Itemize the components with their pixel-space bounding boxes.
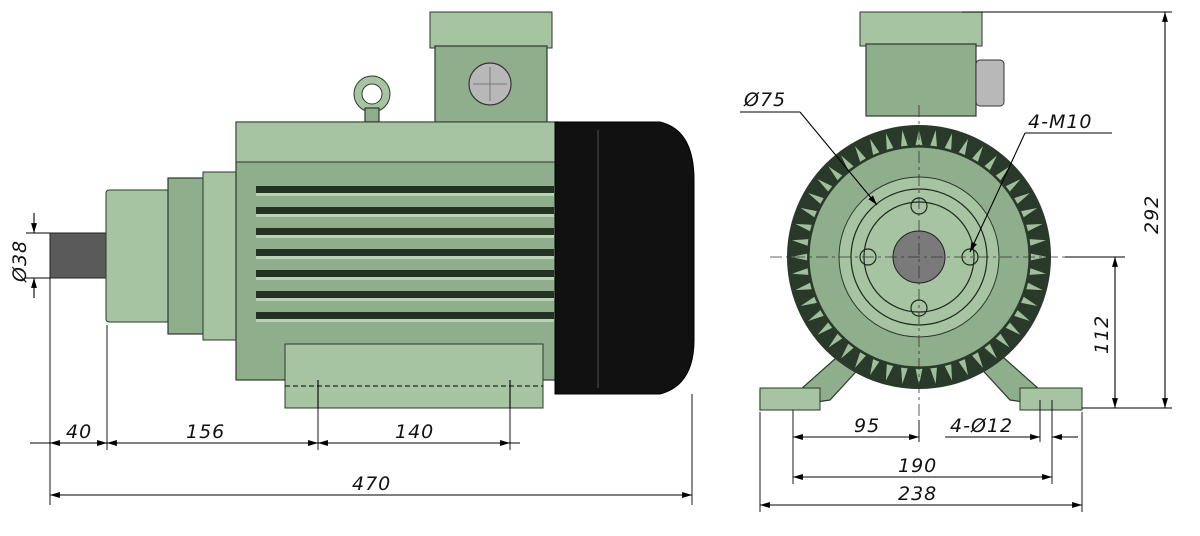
front-terminal-lid bbox=[859, 11, 983, 47]
side-dimensions: Ø38 40 156 140 470 bbox=[9, 213, 693, 505]
side-view bbox=[49, 11, 695, 409]
shaft-diameter-label: Ø38 bbox=[9, 240, 31, 283]
dim-base-width: 238 bbox=[898, 483, 937, 505]
dim-shoulder-to-foot: 156 bbox=[186, 421, 225, 443]
dim-shaft-length: 40 bbox=[66, 421, 92, 443]
front-terminal-box bbox=[865, 43, 977, 117]
motor-shaft bbox=[49, 232, 109, 279]
foot-hole-label: 4-Ø12 bbox=[950, 415, 1013, 437]
fan-cover bbox=[554, 121, 695, 395]
dim-total-height: 292 bbox=[1141, 195, 1163, 234]
terminal-box-lid bbox=[429, 11, 553, 49]
bolt-label: 4-M10 bbox=[1028, 111, 1093, 133]
dim-total-length: 470 bbox=[352, 473, 391, 495]
cooling-fins bbox=[256, 186, 554, 322]
front-bearing-cap bbox=[105, 189, 171, 323]
front-endshield bbox=[202, 171, 240, 341]
dim-foot-holes-span: 190 bbox=[898, 455, 937, 477]
front-endshield-step bbox=[167, 177, 207, 335]
front-cable-gland-icon bbox=[975, 59, 1005, 107]
dim-foot-holes: 140 bbox=[395, 421, 434, 443]
flange-diameter-label: Ø75 bbox=[743, 89, 786, 111]
front-view bbox=[740, 11, 1112, 420]
mounting-foot bbox=[284, 343, 544, 409]
dim-half-foot: 95 bbox=[854, 415, 880, 437]
front-fin-teeth bbox=[791, 129, 1047, 385]
front-dimensions: Ø75 4-M10 292 112 95 4-Ø12 190 238 bbox=[743, 11, 1172, 512]
dim-center-height: 112 bbox=[1091, 315, 1113, 354]
